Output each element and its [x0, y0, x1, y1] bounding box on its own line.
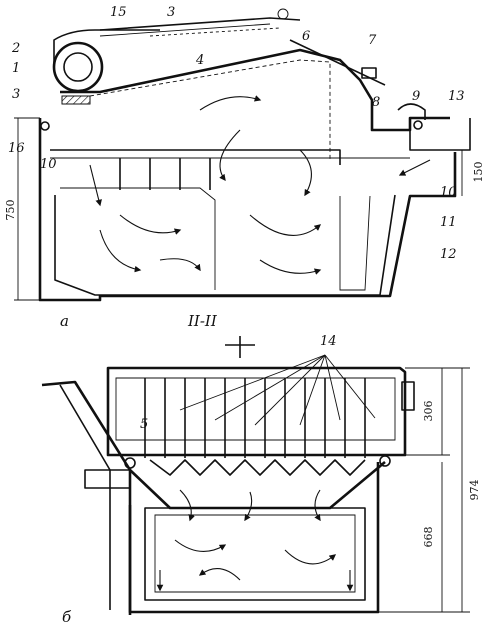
dim-306: 306	[422, 401, 435, 422]
flow-a5	[299, 149, 312, 197]
cover-inner	[115, 377, 396, 441]
callout-16: 16	[8, 141, 25, 156]
caption-section: II-II	[187, 312, 218, 330]
flow-b1	[179, 489, 195, 522]
callout-4: 4	[195, 53, 204, 68]
fan-rotor	[63, 52, 93, 82]
left-chute	[41, 380, 132, 615]
dim-150: 150	[472, 162, 485, 183]
callout-8: 8	[372, 95, 380, 110]
motor-7	[361, 67, 377, 79]
callout-10-left: 10	[40, 157, 57, 172]
roller-right	[379, 455, 391, 467]
vertical-rods	[144, 378, 366, 458]
callout-9: 9	[412, 89, 420, 104]
caption-b: б	[62, 608, 72, 626]
cover-box	[106, 366, 407, 457]
inner-divider	[60, 187, 216, 290]
dim-668: 668	[422, 527, 435, 548]
nozzle-zigzag	[149, 459, 366, 476]
flow-b2	[244, 491, 253, 522]
pulley-top	[277, 8, 289, 20]
callout-2: 2	[11, 41, 20, 56]
side-channel	[339, 195, 371, 291]
left-roller	[40, 121, 50, 131]
left-bracket	[84, 469, 131, 489]
funnel	[129, 461, 386, 510]
callout-3-top: 3	[167, 5, 175, 20]
callout-1: 1	[12, 61, 20, 76]
hatched-flap	[61, 95, 91, 105]
flow-a3	[199, 95, 262, 111]
side-control	[401, 381, 415, 411]
tank-outline-a	[38, 118, 457, 302]
view-a-drawing	[14, 8, 471, 302]
tank-inner-b	[144, 507, 366, 601]
flow-a4	[219, 129, 241, 182]
callout-11: 11	[440, 215, 457, 230]
tank-liner-b	[154, 514, 356, 593]
flow-a1	[119, 214, 182, 235]
flow-b5	[284, 549, 337, 565]
tank-inner-a	[54, 194, 396, 296]
callout-10-right: 10	[440, 185, 457, 200]
outlet-roller	[413, 120, 423, 130]
flow-b6	[198, 568, 241, 581]
flow-a10	[398, 159, 431, 176]
callout-5: 5	[140, 417, 148, 432]
fan-housing	[52, 41, 104, 93]
flow-a6	[99, 229, 142, 273]
dim-974: 974	[468, 480, 481, 501]
flow-a9	[89, 164, 102, 207]
callout-13: 13	[448, 89, 465, 104]
left-chute-inner	[59, 384, 111, 610]
caption-a: а	[60, 312, 69, 330]
top-rail-inner	[99, 23, 271, 37]
fan-duct	[53, 29, 160, 67]
callout-15: 15	[110, 5, 127, 20]
rail-dashed	[149, 27, 281, 37]
upper-partition	[50, 149, 341, 165]
flow-b3	[314, 489, 321, 522]
hood-outline	[60, 48, 450, 132]
outlet-damper	[397, 103, 426, 120]
view-b-labels: 14 5 306 974 668 б	[62, 334, 481, 626]
flow-a2	[249, 214, 322, 236]
top-rail	[99, 17, 301, 31]
roller-left	[124, 457, 136, 469]
outlet-box	[409, 118, 471, 151]
flow-a7	[259, 259, 322, 275]
callout-3: 3	[12, 87, 20, 102]
callout-6: 6	[302, 29, 310, 44]
leaders-14	[179, 354, 376, 426]
dim-750: 750	[4, 200, 17, 221]
flow-a8	[159, 258, 201, 272]
view-a-labels: 15 3 2 1 3 16 10 4 6 7 8 9 13 10 11 12 7…	[4, 5, 485, 330]
tank-outline-b	[128, 462, 380, 614]
callout-14: 14	[320, 334, 337, 349]
view-b-drawing	[41, 336, 470, 615]
callout-7: 7	[368, 33, 377, 48]
internal-guide	[89, 59, 331, 160]
flow-b4	[174, 539, 227, 552]
lifting-hook	[225, 336, 255, 358]
callout-12: 12	[440, 247, 457, 262]
